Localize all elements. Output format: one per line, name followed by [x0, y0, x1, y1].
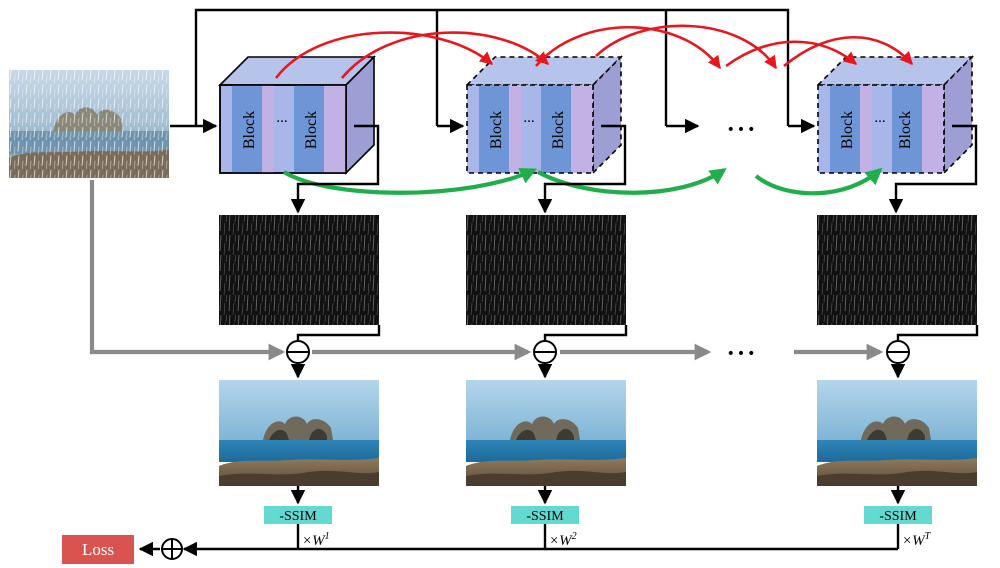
subtract-node-t	[886, 340, 910, 364]
rain-streak-map-2	[466, 215, 626, 325]
skip-green-arrows	[282, 167, 883, 196]
block-output-connectors	[290, 124, 978, 214]
input-gray-path	[89, 180, 884, 361]
stage-1-block-dots: ...	[276, 110, 287, 126]
ssim-box-1: -SSIM	[264, 506, 332, 524]
stage-ellipsis-middle: •••	[727, 346, 758, 362]
recurrent-red-arrows	[274, 24, 913, 79]
rainy-input-image	[9, 70, 169, 178]
derained-output-2	[466, 380, 626, 486]
stage-t-block-left-label: Block	[839, 111, 856, 149]
ssim-box-2: -SSIM	[511, 506, 579, 524]
subtract-node-1	[286, 340, 310, 364]
stage-1-block: Block ... Block	[218, 55, 376, 175]
stage-1-block-right-label: Block	[303, 111, 320, 149]
streak-to-subtract-connectors	[296, 325, 979, 341]
stage-2-block-left-label: Block	[488, 111, 505, 149]
sum-node	[161, 538, 183, 560]
output-to-ssim-arrows	[290, 486, 906, 505]
ssim-label-2: -SSIM	[526, 509, 564, 524]
stage-1-block-left-label: Block	[241, 111, 258, 149]
stage-2-block-right-label: Block	[550, 111, 567, 149]
derained-output-1	[219, 380, 379, 486]
ssim-label-1: -SSIM	[279, 509, 317, 524]
ssim-box-t: -SSIM	[864, 506, 932, 524]
rain-streak-map-t	[817, 215, 977, 325]
rain-streak-map-1	[219, 215, 379, 325]
loss-label: Loss	[82, 540, 114, 559]
stage-ellipsis-top: •••	[727, 122, 758, 138]
stage-t-block-right-label: Block	[897, 111, 914, 149]
derained-output-t	[817, 380, 977, 486]
stage-t-block: Block ... Block	[816, 55, 974, 175]
loss-box: Loss	[62, 535, 134, 564]
subtract-node-2	[533, 340, 557, 364]
stage-2-block-dots: ...	[523, 110, 534, 126]
weight-label-1: ×W1	[302, 531, 330, 549]
weight-label-2: ×W2	[549, 531, 577, 549]
weight-label-t: ×WT	[902, 531, 932, 549]
ssim-label-t: -SSIM	[879, 509, 917, 524]
recurrent-bus	[194, 8, 790, 126]
subtract-to-output-arrows	[290, 363, 906, 379]
stage-2-block: Block ... Block	[465, 55, 623, 175]
stage-t-block-dots: ...	[874, 110, 885, 126]
loss-bus	[138, 524, 900, 557]
